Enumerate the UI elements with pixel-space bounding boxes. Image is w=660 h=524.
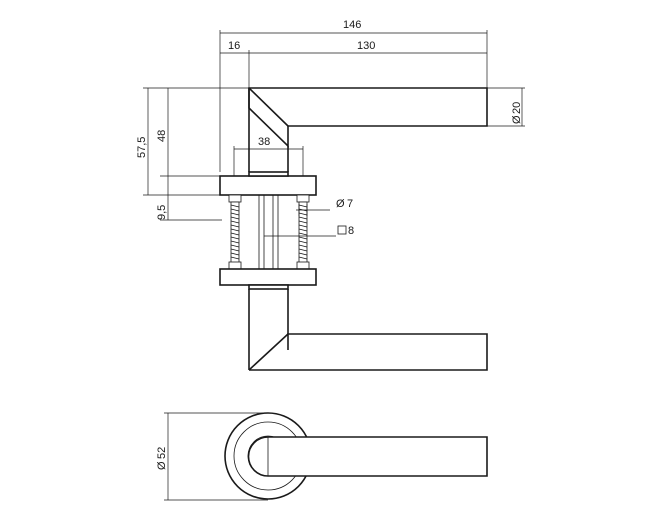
diameter-symbol-20: Ø bbox=[511, 115, 523, 124]
rose-diameter-dimension: Ø 52 bbox=[156, 412, 268, 501]
spindle bbox=[258, 194, 279, 270]
dim-lever-length: 130 bbox=[357, 40, 375, 52]
dim-overall-length: 146 bbox=[343, 19, 361, 31]
left-dimension-group: 57,5 48 9,5 bbox=[136, 87, 249, 221]
screw-diameter-dimension: Ø 7 bbox=[296, 198, 353, 216]
diameter-symbol-7: Ø bbox=[336, 198, 345, 210]
right-screw bbox=[298, 201, 308, 265]
left-screw bbox=[230, 201, 240, 265]
lower-rose bbox=[219, 261, 317, 290]
upper-rose bbox=[219, 171, 317, 203]
dim-spindle-square: 8 bbox=[348, 225, 354, 237]
upper-neck bbox=[248, 108, 289, 172]
dim-offset: 16 bbox=[228, 40, 240, 52]
spindle-square-dimension: 8 bbox=[264, 225, 354, 237]
dim-lever-height: 48 bbox=[156, 130, 168, 142]
dim-rose-offset: 9,5 bbox=[156, 205, 168, 220]
upper-lever bbox=[248, 87, 488, 148]
dim-screw-spacing: 38 bbox=[258, 136, 270, 148]
dim-screw-diameter: 7 bbox=[347, 198, 353, 210]
diameter-symbol-52: Ø bbox=[156, 461, 168, 470]
lower-lever bbox=[248, 289, 488, 371]
bottom-view-lever bbox=[247, 436, 488, 477]
top-dimension-group: 146 16 130 bbox=[219, 19, 488, 172]
dim-grip-diameter: 20 bbox=[511, 102, 523, 114]
dim-rose-diameter: 52 bbox=[156, 447, 168, 459]
grip-diameter-dimension: Ø 20 bbox=[487, 87, 525, 127]
dim-total-height: 57,5 bbox=[136, 137, 148, 158]
